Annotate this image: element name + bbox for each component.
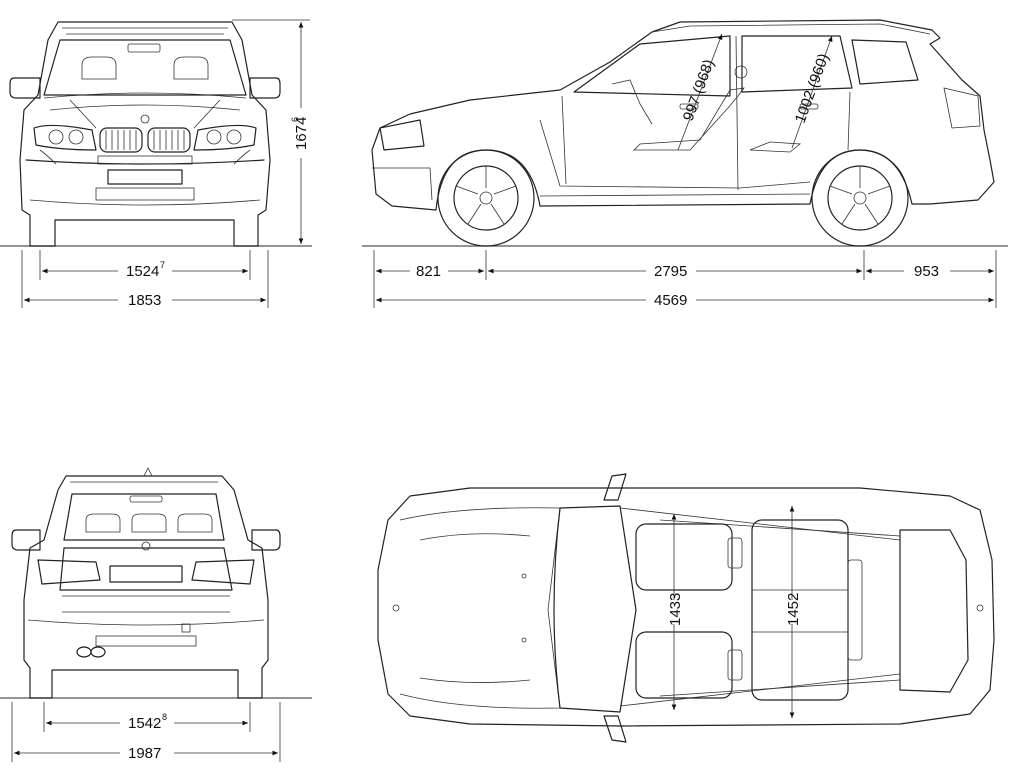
front-width-value: 1853 <box>128 292 161 309</box>
side-view: 997 (968) 1002 (960) 821 2795 953 4569 <box>362 19 1008 309</box>
wheelbase-value: 2795 <box>654 263 687 280</box>
bmw-roundel-icon <box>140 114 150 124</box>
rear-track-value: 1542 <box>128 715 161 732</box>
bmw-roundel-icon <box>976 604 984 612</box>
rear-width-value: 1987 <box>128 745 161 762</box>
rear-shoulder-width-value: 1452 <box>785 593 802 626</box>
front-shoulder-width-value: 1433 <box>667 593 684 626</box>
front-view: 1524 7 1853 1674 6 <box>0 19 312 309</box>
front-height-value: 1674 <box>293 117 310 150</box>
top-view: 1433 1452 <box>377 473 995 743</box>
front-headroom-value: 997 (968) <box>680 57 718 123</box>
rear-view: 1542 8 1987 <box>0 467 312 762</box>
length-value: 4569 <box>654 292 687 309</box>
rear-overhang-value: 953 <box>914 263 939 280</box>
rear-track-superscript: 8 <box>162 712 167 722</box>
front-overhang-value: 821 <box>416 263 441 280</box>
bmw-roundel-icon <box>392 604 400 612</box>
bmw-roundel-icon <box>141 541 151 551</box>
front-track-superscript: 7 <box>160 260 165 270</box>
front-track-value: 1524 <box>126 263 159 280</box>
front-height-superscript: 6 <box>290 117 300 122</box>
